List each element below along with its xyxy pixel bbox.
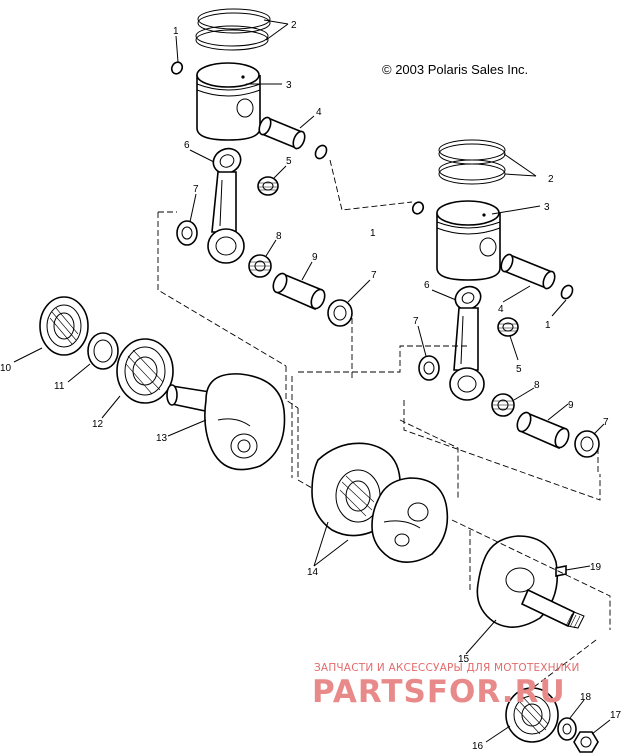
crank-pin-right <box>516 411 570 450</box>
washer-18 <box>557 717 577 741</box>
callout-labels: 1 2 3 4 6 5 7 8 9 7 1 2 3 6 4 1 7 5 8 9 … <box>0 20 622 752</box>
callout-13: 13 <box>156 433 168 444</box>
connecting-rod-right <box>449 285 485 401</box>
callout-16: 16 <box>472 741 484 752</box>
circlip-upper <box>170 61 184 75</box>
callout-7-c: 7 <box>413 316 419 327</box>
main-bearing-inner <box>116 338 174 404</box>
callout-5-a: 5 <box>286 156 292 167</box>
circlip-right-b <box>560 284 574 300</box>
callout-3-a: 3 <box>286 80 292 91</box>
callout-8-a: 8 <box>276 231 282 242</box>
needle-bearing-upper-small <box>257 176 279 196</box>
crankshaft-half-right <box>476 535 585 629</box>
piston-right <box>436 200 501 281</box>
watermark: ЗАПЧАСТИ И АКСЕССУАРЫ ДЛЯ МОТОТЕХНИКИ PA… <box>312 662 580 710</box>
thrust-washer-upper-left <box>176 220 198 246</box>
callout-14: 14 <box>307 567 319 578</box>
callout-8-b: 8 <box>534 380 540 391</box>
circlip-upper-b <box>314 144 328 160</box>
callout-6-b: 6 <box>424 280 430 291</box>
piston-ring-set-lower <box>438 139 506 185</box>
callout-3-b: 3 <box>544 202 550 213</box>
end-bearing <box>505 687 559 743</box>
spacer-ring <box>87 332 119 370</box>
callout-9-a: 9 <box>312 252 318 263</box>
woodruff-key <box>555 565 567 577</box>
callout-10: 10 <box>0 363 12 374</box>
callout-2-b: 2 <box>548 174 554 185</box>
callout-12: 12 <box>92 419 104 430</box>
callout-1-a: 1 <box>173 26 179 37</box>
copyright-text: © 2003 Polaris Sales Inc. <box>382 62 528 77</box>
needle-bearing-upper-big <box>248 254 272 278</box>
callout-7-b: 7 <box>371 270 377 281</box>
circlip-right-a <box>411 201 425 215</box>
assembly-guide-lines <box>157 159 611 691</box>
crankshaft-center-web-b <box>371 477 449 563</box>
needle-bearing-right-small <box>497 317 519 337</box>
watermark-subtitle: ЗАПЧАСТИ И АКСЕССУАРЫ ДЛЯ МОТОТЕХНИКИ <box>314 662 580 674</box>
connecting-rod-upper <box>207 147 245 264</box>
watermark-logo: PARTSFOR.RU <box>312 674 566 710</box>
crankshaft-half-left <box>166 373 286 471</box>
needle-bearing-right-big <box>491 393 515 417</box>
callout-19: 19 <box>590 562 602 573</box>
callout-6-a: 6 <box>184 140 190 151</box>
callout-18: 18 <box>580 692 592 703</box>
piston-pin-right <box>500 253 556 290</box>
callout-2-a: 2 <box>291 20 297 31</box>
callout-15: 15 <box>458 654 470 665</box>
callout-1-c: 1 <box>545 320 551 331</box>
callout-1-b: 1 <box>370 228 376 239</box>
thrust-washer-upper-right <box>327 299 353 327</box>
thrust-washer-right-left <box>418 355 440 381</box>
nut-17 <box>573 731 599 753</box>
callout-4-a: 4 <box>316 107 322 118</box>
piston-upper <box>196 62 261 141</box>
piston-ring-set-upper <box>195 8 271 51</box>
callout-9-b: 9 <box>568 400 574 411</box>
callout-4-b: 4 <box>498 304 504 315</box>
crank-pin-upper <box>272 272 326 311</box>
callout-5-b: 5 <box>516 364 522 375</box>
callout-11: 11 <box>54 381 65 392</box>
thrust-washer-right-right <box>574 430 600 458</box>
callout-7-a: 7 <box>193 184 199 195</box>
main-bearing-outer <box>39 296 89 356</box>
leader-lines <box>13 19 611 743</box>
callout-7-d: 7 <box>603 417 609 428</box>
piston-pin-upper <box>258 116 306 150</box>
callout-17: 17 <box>610 710 622 721</box>
